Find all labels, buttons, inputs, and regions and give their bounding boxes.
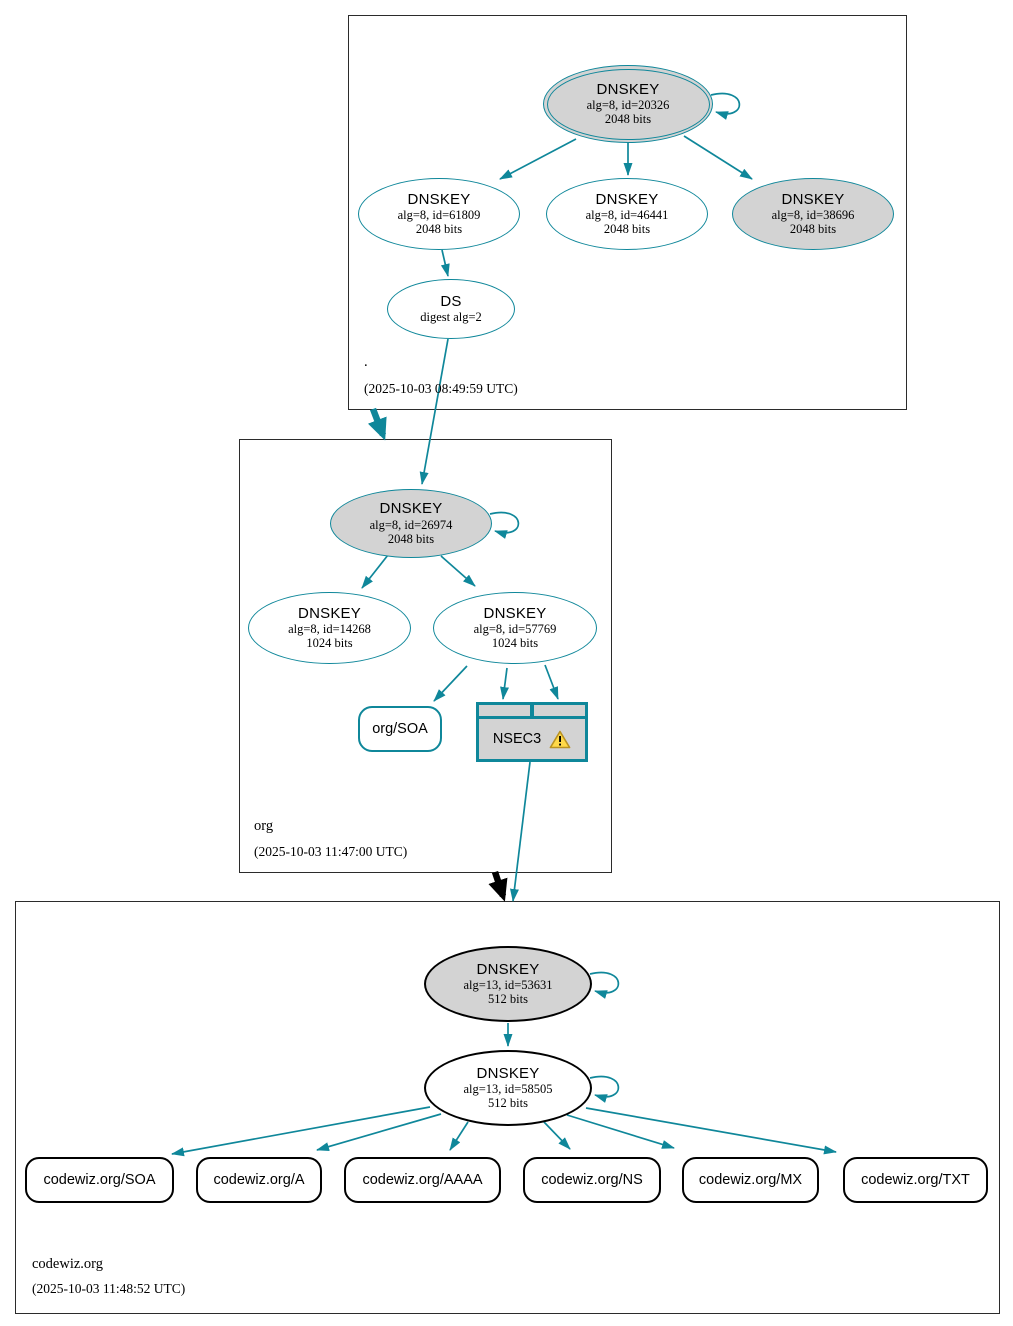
node-bits: 1024 bits: [491, 636, 539, 651]
node-title: DS: [440, 292, 462, 310]
node-bits: 512 bits: [488, 992, 528, 1007]
rrset-org-soa[interactable]: org/SOA: [358, 706, 442, 752]
node-alg-id: alg=8, id=26974: [369, 517, 453, 532]
rrset-codewiz-mx[interactable]: codewiz.org/MX: [682, 1157, 819, 1203]
dnskey-node-26974-ksk[interactable]: DNSKEY alg=8, id=26974 2048 bits: [330, 489, 492, 558]
rrset-codewiz-ns[interactable]: codewiz.org/NS: [523, 1157, 661, 1203]
dnskey-node-57769[interactable]: DNSKEY alg=8, id=57769 1024 bits: [433, 592, 597, 664]
node-alg-id: alg=8, id=61809: [397, 208, 481, 223]
zone-box-codewiz-org: [15, 901, 1000, 1314]
node-title: DNSKEY: [781, 190, 845, 208]
nsec3-rrsig-cell: [479, 705, 530, 716]
dnskey-node-58505[interactable]: DNSKEY alg=13, id=58505 512 bits: [424, 1050, 592, 1126]
rrset-label: codewiz.org/TXT: [861, 1172, 970, 1188]
edge-secure-delegation-root-org: [367, 407, 387, 441]
rrset-codewiz-txt[interactable]: codewiz.org/TXT: [843, 1157, 988, 1203]
dnskey-node-61809[interactable]: DNSKEY alg=8, id=61809 2048 bits: [358, 178, 520, 250]
rrset-label: codewiz.org/AAAA: [362, 1172, 483, 1188]
node-title: DNSKEY: [298, 604, 361, 622]
node-alg-id: alg=13, id=53631: [463, 978, 553, 993]
rrset-label: org/SOA: [372, 721, 428, 737]
node-bits: 2048 bits: [604, 112, 652, 127]
node-alg-id: alg=8, id=14268: [288, 622, 371, 637]
node-title: DNSKEY: [476, 1064, 540, 1082]
node-alg-id: alg=13, id=58505: [463, 1082, 553, 1097]
node-title: DNSKEY: [483, 604, 547, 622]
zone-label-root: .: [364, 354, 368, 370]
rrset-label: codewiz.org/NS: [541, 1172, 643, 1188]
warning-triangle-icon: [549, 730, 571, 748]
rrset-label: codewiz.org/A: [213, 1172, 305, 1188]
node-alg-id: alg=8, id=46441: [585, 208, 669, 223]
node-title: DNSKEY: [379, 500, 443, 518]
edge-insecure-delegation-org-codewiz: [488, 870, 508, 902]
nsec3-label: NSEC3: [492, 731, 542, 747]
zone-box-root: [348, 15, 907, 410]
node-bits: 1024 bits: [306, 636, 353, 651]
rrset-label: codewiz.org/MX: [698, 1172, 803, 1188]
rrset-codewiz-soa[interactable]: codewiz.org/SOA: [25, 1157, 174, 1203]
nsec3-node[interactable]: NSEC3: [476, 702, 588, 762]
node-digest-alg: digest alg=2: [420, 310, 482, 325]
nsec3-rrsig-cells: [479, 705, 585, 716]
zone-timestamp-codewiz-org: (2025-10-03 11:48:52 UTC): [32, 1281, 186, 1296]
ds-node[interactable]: DS digest alg=2: [387, 279, 515, 339]
node-title: DNSKEY: [407, 190, 471, 208]
dnskey-node-53631-ksk[interactable]: DNSKEY alg=13, id=53631 512 bits: [424, 946, 592, 1022]
node-bits: 2048 bits: [387, 531, 435, 546]
dnskey-node-14268[interactable]: DNSKEY alg=8, id=14268 1024 bits: [248, 592, 411, 664]
node-title: DNSKEY: [476, 960, 540, 978]
dnskey-node-20326-ksk[interactable]: DNSKEY alg=8, id=20326 2048 bits: [543, 65, 713, 143]
nsec3-rrsig-cell: [534, 705, 585, 716]
node-alg-id: alg=8, id=20326: [586, 98, 670, 113]
dnskey-node-46441[interactable]: DNSKEY alg=8, id=46441 2048 bits: [546, 178, 708, 250]
zone-label-org: org: [254, 818, 274, 834]
zone-timestamp-root: (2025-10-03 08:49:59 UTC): [364, 381, 518, 396]
node-bits: 2048 bits: [415, 222, 463, 237]
node-alg-id: alg=8, id=57769: [473, 622, 557, 637]
zone-timestamp-org: (2025-10-03 11:47:00 UTC): [254, 844, 408, 859]
rrset-label: codewiz.org/SOA: [43, 1172, 156, 1188]
node-title: DNSKEY: [595, 190, 659, 208]
node-bits: 2048 bits: [789, 222, 837, 237]
node-title: DNSKEY: [596, 80, 660, 98]
node-alg-id: alg=8, id=38696: [771, 208, 855, 223]
rrset-codewiz-a[interactable]: codewiz.org/A: [196, 1157, 322, 1203]
zone-label-codewiz-org: codewiz.org: [32, 1256, 103, 1272]
node-bits: 2048 bits: [603, 222, 651, 237]
node-bits: 512 bits: [488, 1096, 528, 1111]
dnskey-node-38696[interactable]: DNSKEY alg=8, id=38696 2048 bits: [732, 178, 894, 250]
rrset-codewiz-aaaa[interactable]: codewiz.org/AAAA: [344, 1157, 501, 1203]
